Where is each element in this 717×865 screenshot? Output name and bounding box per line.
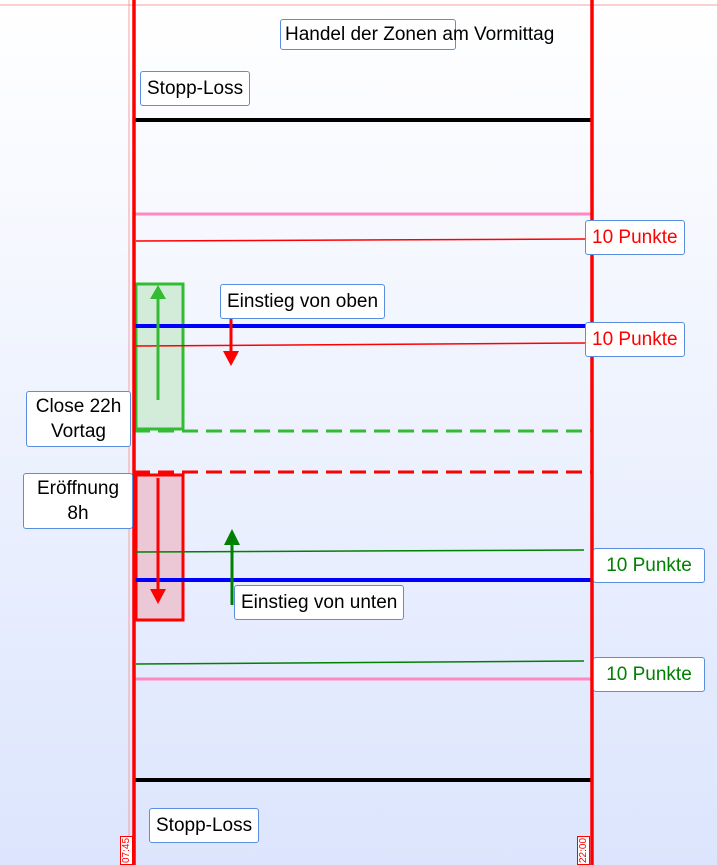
open-label-line1: Eröffnung [36, 478, 120, 499]
points-line-3 [135, 549, 585, 553]
time-end-label: 22:00 [577, 835, 590, 865]
open-8h-label: Eröffnung 8h [23, 473, 133, 529]
points-line-2 [135, 342, 586, 347]
entry-from-below-arrow-icon [224, 529, 240, 605]
entry-below-label: Einstieg von unten [234, 585, 405, 620]
close-label-line1: Close 22h [35, 396, 122, 417]
title-text: Handel der Zonen am Vormittag [285, 24, 555, 45]
title-label: Handel der Zonen am Vormittag [280, 19, 554, 50]
points-label-1: 10 Punkte [585, 220, 685, 255]
stop-loss-top-label: Stopp-Loss [140, 71, 251, 106]
points-line-4 [135, 660, 585, 665]
entry-above-label: Einstieg von oben [220, 284, 386, 319]
points-label-2: 10 Punkte [585, 322, 685, 357]
open-label-line2: 8h [67, 503, 89, 524]
points-label-4: 10 Punkte [593, 657, 705, 692]
time-start-label: 07:45 [120, 835, 133, 865]
arrow-down-icon [150, 478, 166, 604]
arrow-up-icon [150, 285, 166, 400]
close-label-line2: Vortag [51, 421, 106, 442]
stop-loss-bottom-label: Stopp-Loss [149, 808, 260, 843]
points-label-3: 10 Punkte [593, 548, 705, 583]
points-line-1 [135, 238, 586, 242]
